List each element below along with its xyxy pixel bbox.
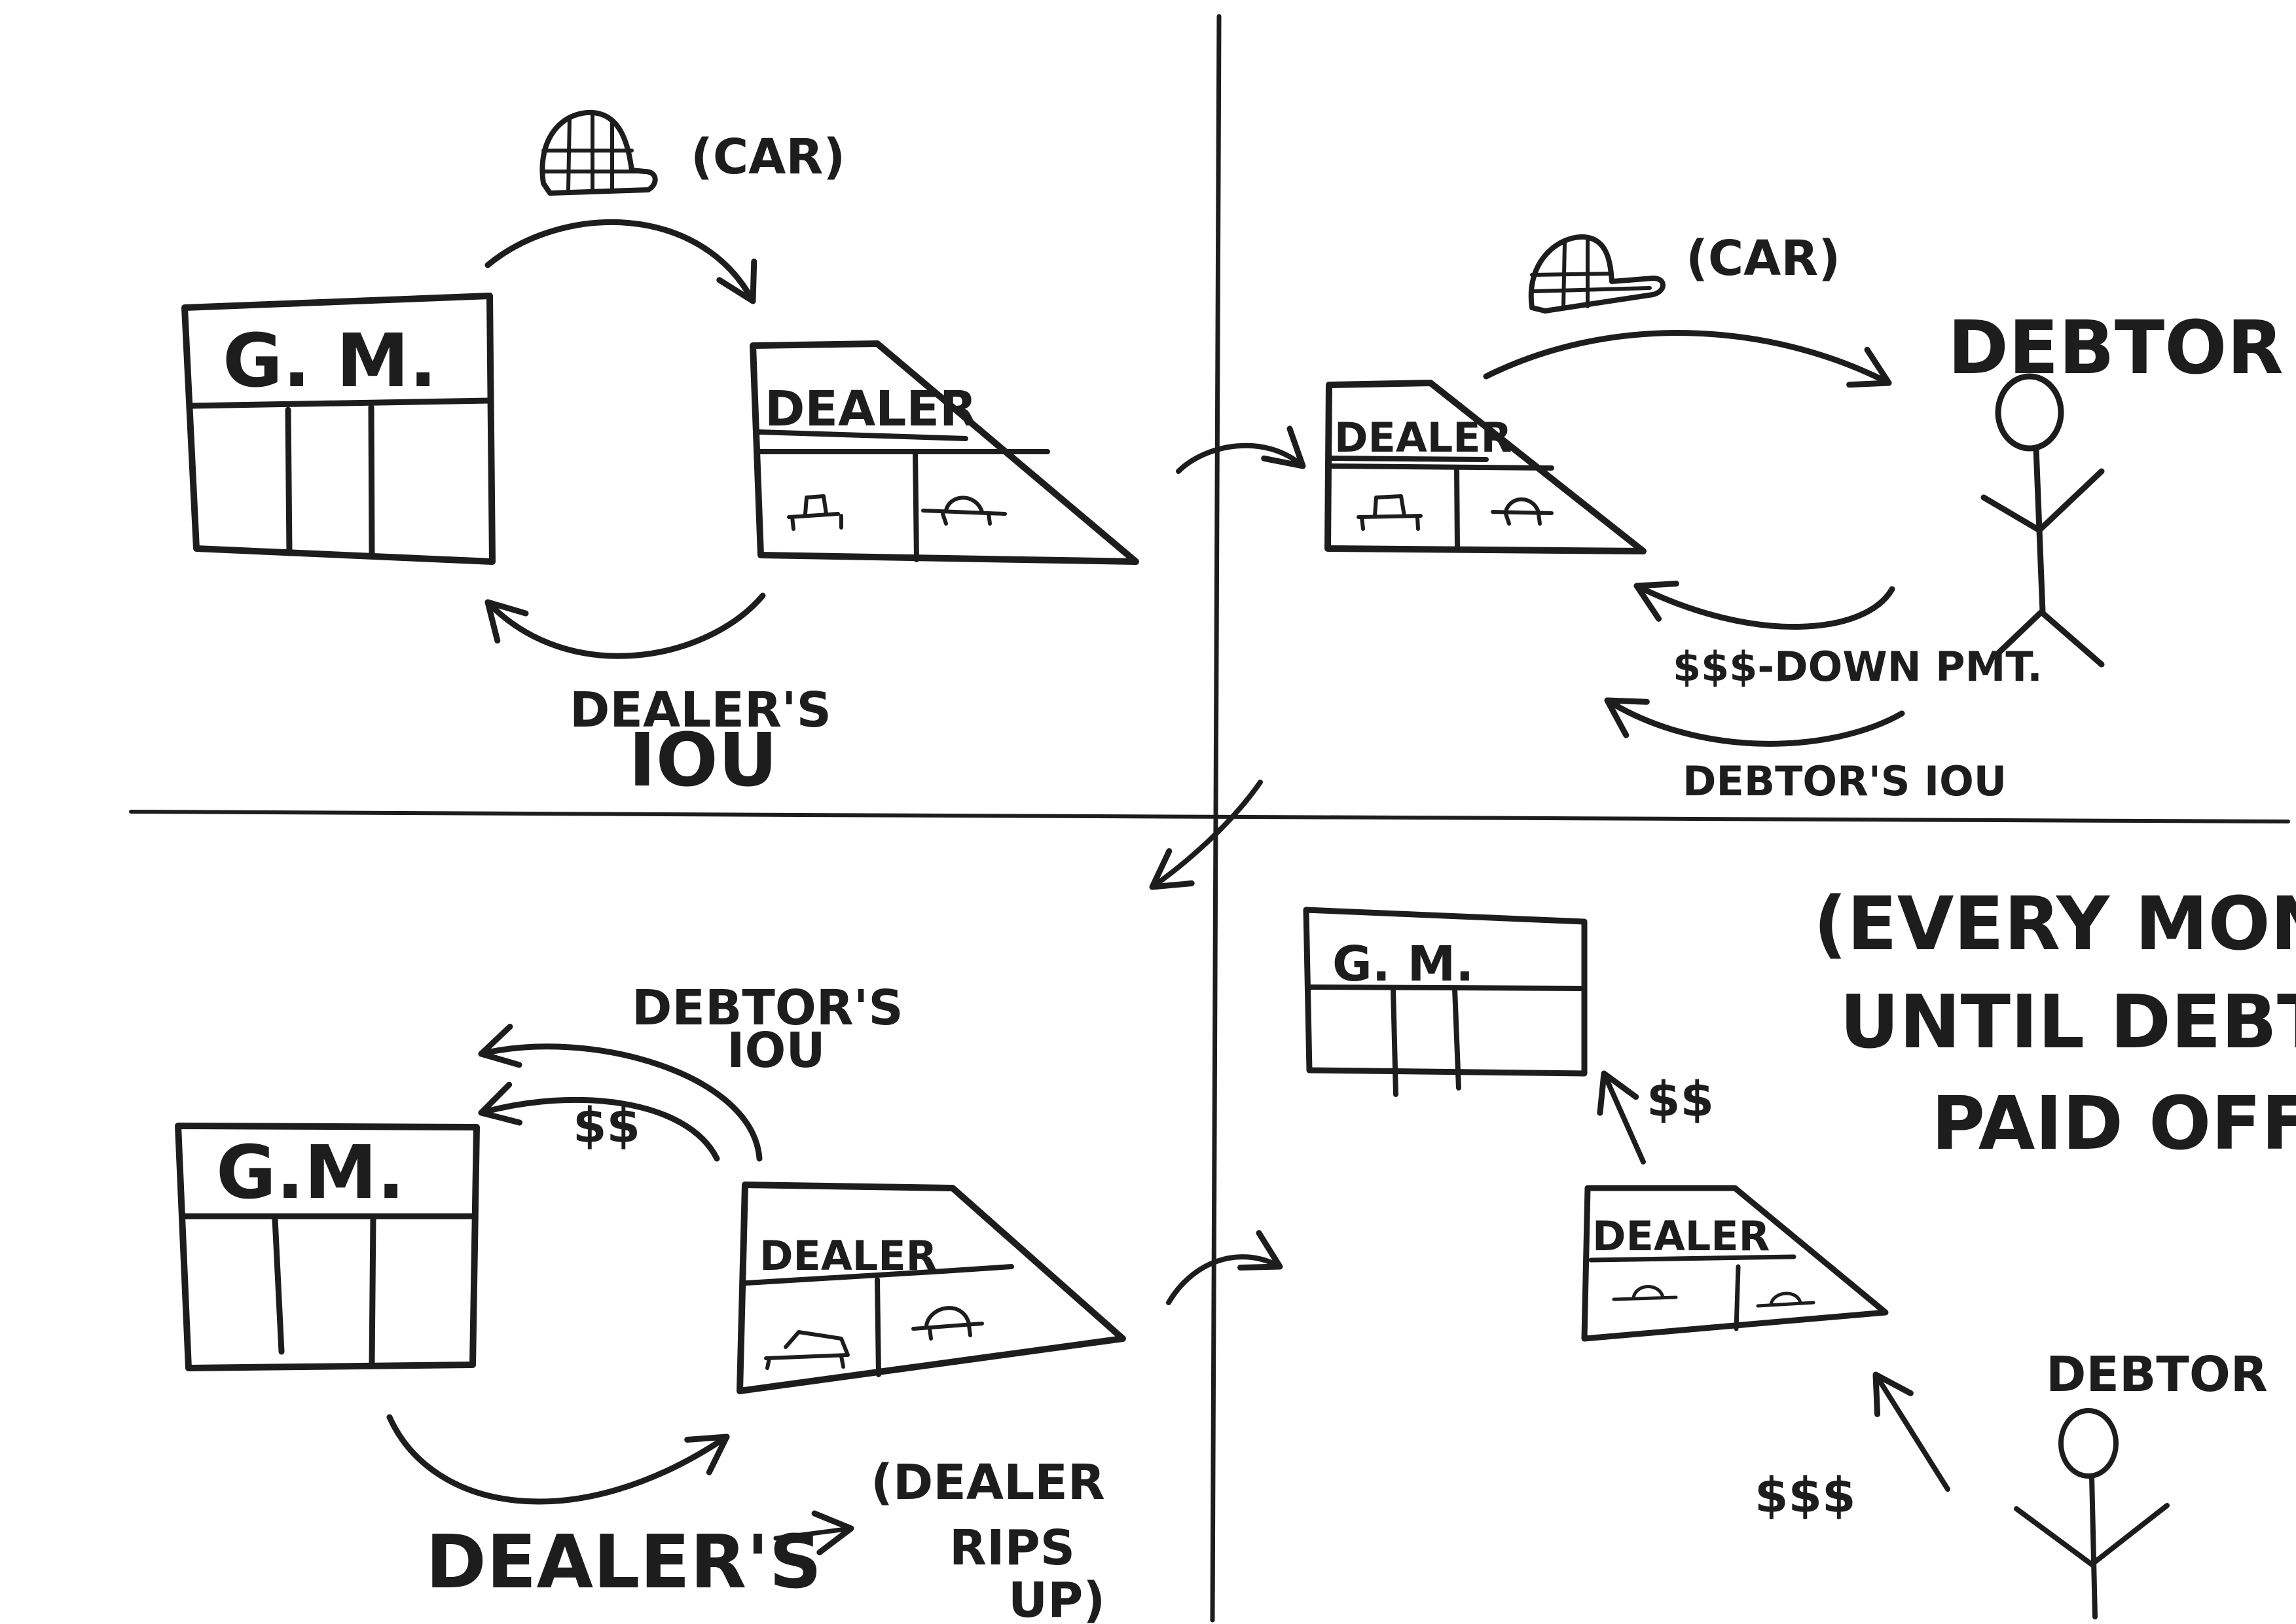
- iou-label: IOU: [727, 1022, 826, 1079]
- dealers-iou-label: DEALER'S: [426, 1520, 822, 1605]
- three-dollar-label: $$$: [1755, 1468, 1855, 1524]
- dealer-label: DEALER: [1592, 1212, 1770, 1260]
- car-icon: [911, 1306, 984, 1341]
- quadrant-top-left: G. M. DEALER (CAR) DEALER'S IOU: [181, 109, 1139, 803]
- dealer-label: DEALER: [759, 1232, 937, 1280]
- car-icon: [1612, 1285, 1678, 1301]
- transition-arrow: [1176, 425, 1306, 474]
- dealer-lot: DEALER: [1324, 380, 1647, 554]
- car-icon: [764, 1330, 850, 1370]
- car-icon: [787, 494, 843, 531]
- car-label: (CAR): [1686, 230, 1840, 287]
- dealer-label: DEALER: [765, 381, 977, 437]
- iou-label: IOU: [629, 718, 778, 803]
- down-payment-arrow: [1633, 581, 1895, 630]
- money-to-dealer-arrow: [1872, 1371, 1950, 1492]
- dealer-lot: DEALER: [1581, 1185, 1889, 1342]
- dealer-lot: DEALER: [737, 1182, 1126, 1394]
- gm-label: G.M.: [216, 1130, 405, 1216]
- gm-label: G. M.: [223, 319, 437, 404]
- car-icon: [1357, 494, 1423, 531]
- money-to-gm-arrow: [1597, 1070, 1646, 1164]
- transition-arrow: [1166, 1230, 1283, 1305]
- car-to-dealer-arrow: [484, 219, 757, 304]
- two-dollar-label: $$: [573, 1098, 640, 1154]
- car-label: (CAR): [691, 129, 845, 185]
- gm-building: G. M.: [181, 293, 496, 565]
- quadrant-bottom-right: G. M. $$ DEALER $$$ DEBTOR (EVERY MONTH …: [1303, 882, 2296, 1619]
- dealers-iou-label: DEALER'S: [570, 682, 831, 738]
- car-icon: [1528, 234, 1666, 314]
- rips-arrow: [773, 1510, 854, 1556]
- transition-arrow: [1149, 780, 1263, 890]
- debtors-iou-label: DEBTOR'S IOU: [1683, 757, 2007, 805]
- debtors-iou-to-gm-arrow: [478, 1024, 763, 1162]
- quadrant-dividers: [129, 14, 2290, 1623]
- debtor-label: DEBTOR: [2046, 1346, 2268, 1403]
- up-label: UP): [1008, 1572, 1105, 1624]
- quadrant-top-right: DEALER (CAR) DEBTOR $$$-DOWN PMT. DEBTOR…: [1324, 230, 2284, 805]
- debtor-stick-figure: [2014, 1408, 2170, 1619]
- every-month-label: (EVERY MONTH: [1813, 882, 2296, 967]
- dealer-label: DEALER: [1334, 414, 1512, 461]
- car-icon: [539, 109, 658, 196]
- debtor-iou-arrow: [1604, 697, 1905, 747]
- money-to-gm-arrow: [478, 1081, 720, 1162]
- down-payment-label: $$$-DOWN PMT.: [1673, 643, 2043, 691]
- debtors-label: DEBTOR'S: [632, 980, 903, 1036]
- gm-building: G.M.: [175, 1123, 480, 1371]
- gm-label: G. M.: [1332, 936, 1474, 992]
- gm-building: G. M.: [1303, 907, 1588, 1097]
- dealer-lot: DEALER: [750, 340, 1139, 565]
- car-to-debtor-arrow: [1483, 330, 1892, 388]
- dealers-iou-return-arrow: [386, 1414, 730, 1505]
- paid-off-label: PAID OFF): [1931, 1081, 2296, 1166]
- debtor-label: DEBTOR: [1948, 306, 2284, 391]
- rips-label: RIPS: [949, 1520, 1075, 1576]
- car-icon: [1491, 497, 1554, 526]
- car-icon: [921, 496, 1007, 526]
- iou-to-gm-arrow: [484, 592, 766, 659]
- dealer-rips-label: (DEALER: [871, 1454, 1105, 1511]
- debtor-stick-figure: [1980, 373, 2105, 668]
- quadrant-bottom-left: G.M. DEALER DEBTOR'S IOU $$ DEALER'S (DE…: [175, 980, 1126, 1624]
- until-debt-label: UNTIL DEBT: [1840, 980, 2296, 1065]
- car-icon: [1756, 1291, 1815, 1308]
- two-dollar-label: $$: [1647, 1072, 1714, 1128]
